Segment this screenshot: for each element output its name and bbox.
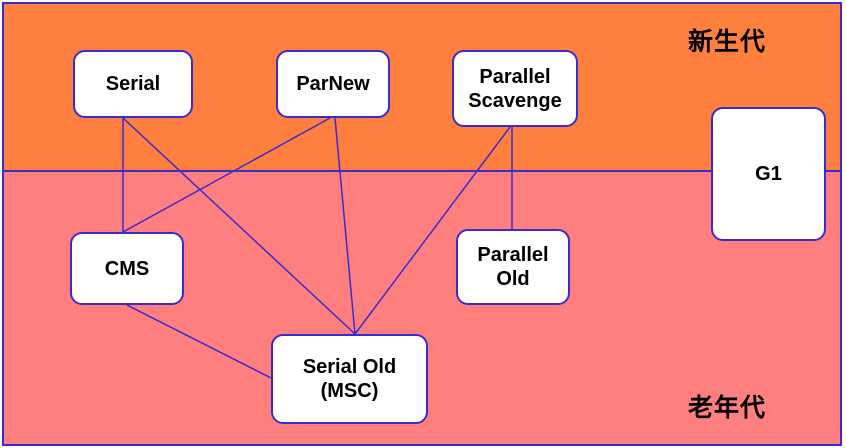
young-generation-label: 新生代 [688,27,767,56]
link-scavenge-serialold [354,126,511,335]
g1-collector-box: G1 [711,107,826,241]
parallel-old-collector-box: Parallel Old [456,229,570,305]
link-cms-serialold [126,304,272,379]
old-generation-label: 老年代 [688,393,767,422]
cms-collector-box: CMS [70,232,184,305]
serial-collector-box: Serial [73,50,193,118]
link-parnew-serialold [334,117,356,335]
parnew-collector-box: ParNew [276,50,390,118]
link-parnew-cms [122,117,331,233]
serial-old-collector-box: Serial Old (MSC) [271,334,428,424]
link-serial-serialold [122,117,356,335]
parallel-scavenge-collector-box: Parallel Scavenge [452,50,578,127]
